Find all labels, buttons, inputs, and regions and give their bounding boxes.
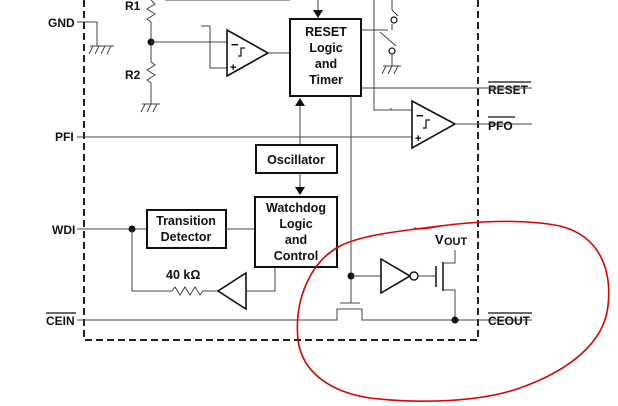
- annotation-circle: [296, 220, 610, 402]
- vout-label: V: [435, 232, 444, 247]
- pin-pfo-label: PFO: [488, 119, 513, 133]
- svg-text:−: −: [231, 37, 239, 52]
- watchdog-block: Watchdog Logic and Control: [254, 196, 338, 268]
- reset-timer-line2: Logic: [309, 41, 342, 55]
- pin-cein-label: CEIN: [46, 314, 75, 328]
- transition-detector-line2: Detector: [161, 230, 212, 244]
- reset-timer-block: RESET Logic and Timer: [289, 0, 362, 97]
- pin-ceout-label: CEOUT: [488, 314, 531, 328]
- svg-text:+: +: [230, 62, 236, 74]
- svg-text:−: −: [416, 108, 424, 123]
- oscillator-label: Oscillator: [267, 153, 325, 167]
- pin-reset-label: RESET: [488, 83, 529, 97]
- comparator-reset: − +: [151, 25, 290, 78]
- reset-timer-line1: RESET: [305, 25, 347, 39]
- resistor-r1: [146, 0, 290, 42]
- watchdog-line3: and: [285, 233, 307, 247]
- switches: [361, 0, 478, 111]
- pin-gnd-label: GND: [48, 16, 75, 30]
- pin-pfi-label: PFI: [55, 130, 74, 144]
- gnd-wire: [77, 21, 114, 55]
- ce-path: [77, 250, 532, 324]
- transition-detector-line1: Transition: [156, 214, 216, 228]
- watchdog-line2: Logic: [279, 217, 312, 231]
- comparator-pfi: − +: [77, 99, 532, 150]
- r2-label: R2: [125, 68, 141, 82]
- transition-detector-block: Transition Detector: [146, 209, 255, 249]
- r1-label: R1: [125, 0, 141, 13]
- resistor-r2: [140, 42, 160, 113]
- reset-timer-line3: and: [315, 57, 337, 71]
- oscillator-block: Oscillator: [255, 98, 338, 195]
- watchdog-line4: Control: [274, 249, 318, 263]
- vout-subscript: OUT: [444, 236, 468, 248]
- chip-boundary: [83, 0, 479, 341]
- wdi-wire: [77, 225, 218, 296]
- svg-text:+: +: [415, 133, 421, 145]
- watchdog-line1: Watchdog: [266, 201, 326, 215]
- pin-wdi-label: WDI: [52, 223, 75, 237]
- resistor-40k-label: 40 kΩ: [166, 268, 200, 282]
- reset-timer-line4: Timer: [309, 73, 343, 87]
- buffer-feedback: [216, 267, 276, 311]
